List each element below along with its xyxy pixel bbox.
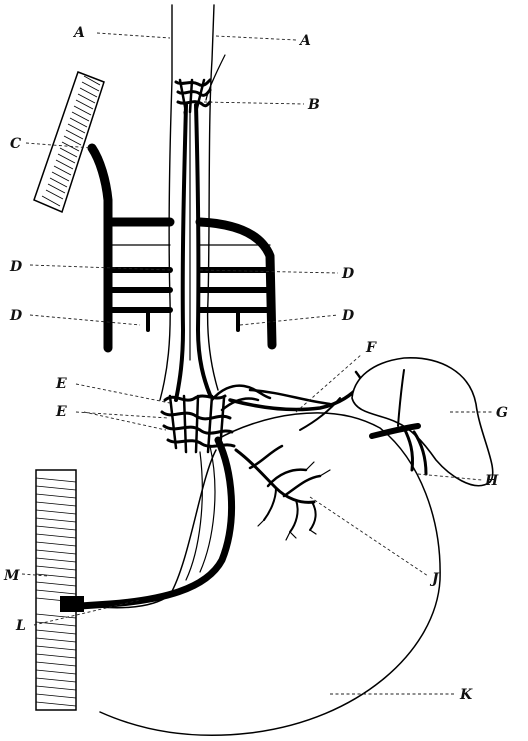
label-b: B — [307, 97, 320, 113]
left-gastric-trunk — [80, 440, 232, 606]
upper-plexus — [176, 80, 210, 122]
gastric-branches — [236, 446, 330, 540]
esophagus — [160, 5, 225, 400]
label-d-2: D — [341, 266, 355, 282]
label-a-left: A — [72, 25, 85, 41]
label-e-1: E — [55, 376, 67, 392]
label-g: G — [496, 405, 508, 421]
label-a-right: A — [298, 33, 311, 49]
label-h: H — [484, 473, 499, 489]
aorta-lower — [36, 470, 84, 710]
vagus-nerves — [176, 105, 210, 400]
label-c: C — [10, 136, 21, 152]
spleen — [352, 358, 493, 486]
label-m: M — [3, 568, 20, 584]
label-f: F — [365, 340, 377, 356]
label-d-3: D — [9, 308, 23, 324]
label-l: L — [15, 618, 26, 634]
label-d-4: D — [341, 308, 355, 324]
label-e-2: E — [55, 404, 67, 420]
label-d-1: D — [9, 259, 23, 275]
aorta-upper — [34, 72, 104, 212]
label-k: K — [459, 687, 473, 703]
label-j: J — [429, 571, 440, 587]
